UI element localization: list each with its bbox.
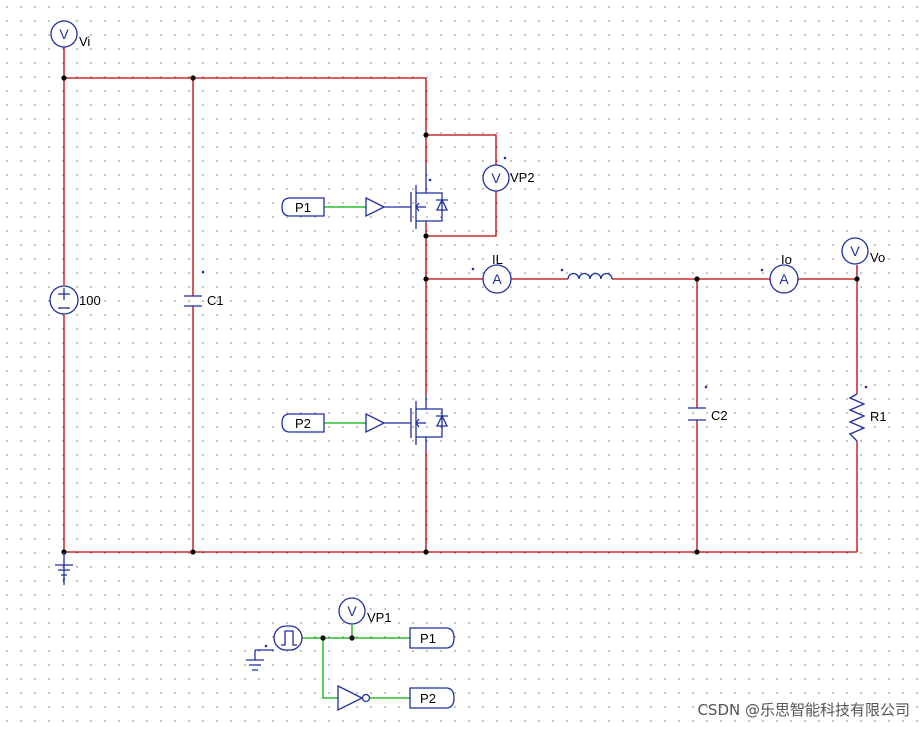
voltmeter-vi-label: Vi xyxy=(79,34,90,49)
resistor-r1[interactable]: R1 xyxy=(848,385,887,442)
port-p2-output-label: P2 xyxy=(420,691,436,706)
ammeter-io[interactable]: A Io xyxy=(760,252,799,294)
inductor[interactable] xyxy=(560,268,613,280)
port-p1-output-label: P1 xyxy=(420,631,436,646)
ground-pulse xyxy=(246,649,274,671)
capacitor-c1-label: C1 xyxy=(207,293,224,308)
resistor-r1-label: R1 xyxy=(870,409,887,424)
port-p1-input-label: P1 xyxy=(295,200,311,215)
power-wires xyxy=(63,47,858,553)
voltmeter-vo[interactable]: V Vo xyxy=(841,237,885,265)
voltmeter-vp2-symbol: V xyxy=(491,170,501,186)
not-gate[interactable] xyxy=(337,684,371,712)
voltmeter-vp2[interactable]: V VP2 xyxy=(482,156,535,192)
capacitor-c1[interactable]: C1 xyxy=(184,270,224,308)
voltmeter-vp1-symbol: V xyxy=(347,603,357,619)
ammeter-il-symbol: A xyxy=(492,271,502,287)
mosfet-upper[interactable] xyxy=(410,165,449,229)
gate-driver-upper[interactable] xyxy=(365,196,386,218)
voltmeter-vo-symbol: V xyxy=(850,243,860,259)
ground-main xyxy=(55,552,73,580)
voltmeter-vi-symbol: V xyxy=(59,26,69,42)
voltmeter-vp1-label: VP1 xyxy=(367,610,392,625)
capacitor-c2-label: C2 xyxy=(711,408,728,423)
ammeter-il-label: IL xyxy=(492,252,503,267)
gate-driver-lower[interactable] xyxy=(365,412,386,434)
port-p1-output[interactable]: P1 xyxy=(409,627,455,649)
voltmeter-vo-label: Vo xyxy=(870,250,885,265)
pulse-source[interactable] xyxy=(264,625,303,651)
voltmeter-vp2-label: VP2 xyxy=(510,170,535,185)
port-p2-output[interactable]: P2 xyxy=(409,687,455,709)
voltmeter-vp1[interactable]: V VP1 xyxy=(338,597,392,625)
dc-voltage-source[interactable]: 100 xyxy=(49,285,101,315)
port-p2-input[interactable]: P2 xyxy=(281,413,325,433)
port-p1-input[interactable]: P1 xyxy=(281,197,325,217)
mosfet-lower[interactable] xyxy=(410,395,449,450)
capacitor-c2[interactable]: C2 xyxy=(688,385,728,423)
ammeter-io-label: Io xyxy=(781,252,792,267)
port-p2-input-label: P2 xyxy=(295,416,311,431)
ammeter-il[interactable]: A IL xyxy=(471,252,512,294)
watermark-text: CSDN @乐思智能科技有限公司 xyxy=(697,701,910,719)
voltmeter-vi[interactable]: V Vi xyxy=(50,20,90,49)
ammeter-io-symbol: A xyxy=(779,271,789,287)
dc-source-value: 100 xyxy=(79,293,101,308)
